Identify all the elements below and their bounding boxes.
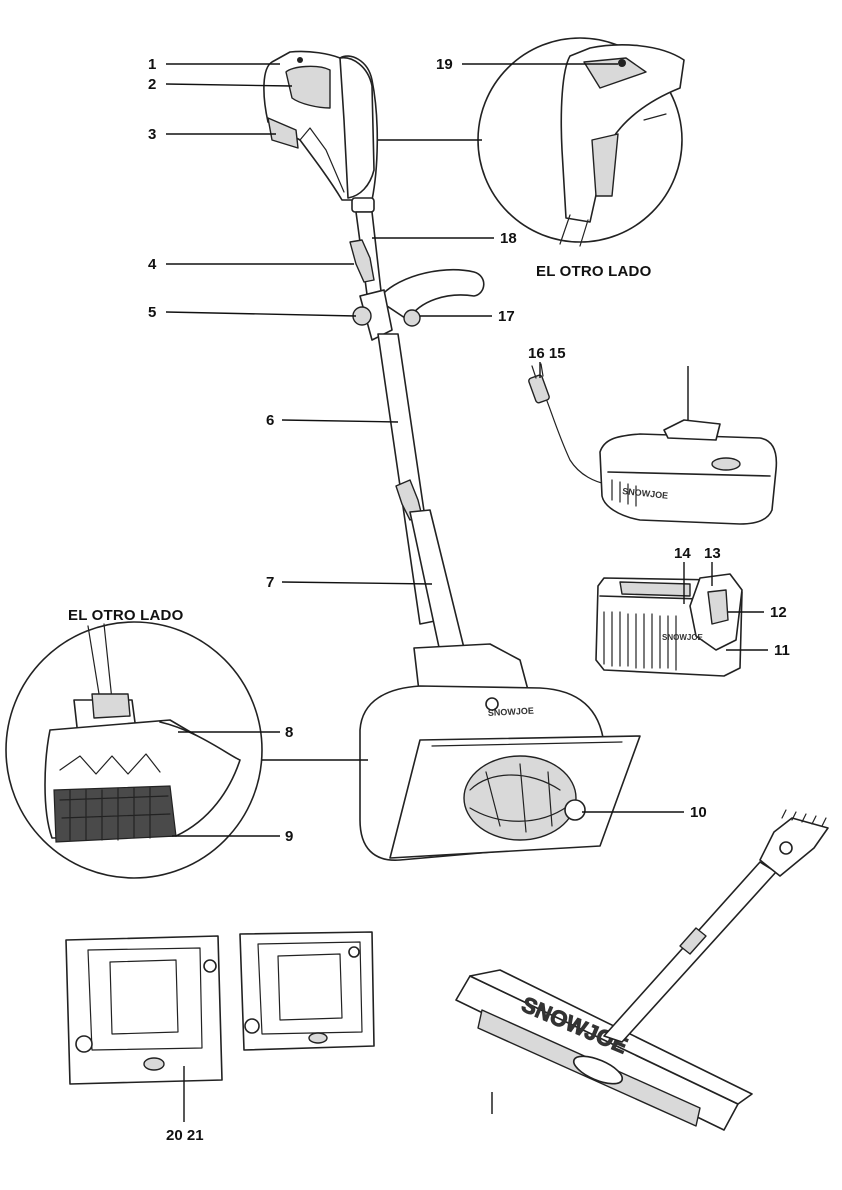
snow-shovel-illustration: SNOWJOE <box>263 50 641 861</box>
battery-charger-illustration: SNOWJOE <box>528 363 778 525</box>
callout-5: 5 <box>148 304 156 321</box>
detail-circle-auger-other-side <box>5 621 263 879</box>
leader-7 <box>281 581 433 585</box>
callout-9: 9 <box>285 828 293 845</box>
callout-19: 19 <box>436 56 453 73</box>
wall-mount-brackets-illustration <box>65 931 375 1085</box>
shovel-body-brand: SNOWJOE <box>488 706 534 718</box>
callout-numbers: 1 2 3 4 5 6 7 8 9 10 11 12 13 14 16 15 1… <box>148 56 790 1144</box>
callout-8: 8 <box>285 724 293 741</box>
battery-brand: SNOWJOE <box>662 633 704 642</box>
callout-7: 7 <box>266 574 274 591</box>
leader-5 <box>165 311 357 317</box>
heading-other-side-top: EL OTRO LADO <box>536 263 652 280</box>
callout-14: 14 <box>674 545 691 562</box>
battery-pack-illustration: SNOWJOE <box>595 573 743 677</box>
callout-6: 6 <box>266 412 274 429</box>
leader-6 <box>281 419 399 423</box>
callout-1: 1 <box>148 56 156 73</box>
callout-10: 10 <box>690 804 707 821</box>
callout-12: 12 <box>770 604 787 621</box>
callout-17: 17 <box>498 308 515 325</box>
callout-13: 13 <box>704 545 721 562</box>
callout-16-15: 16 15 <box>528 345 566 362</box>
leader-lines <box>165 63 768 1122</box>
heading-other-side-left: EL OTRO LADO <box>68 607 184 624</box>
callout-18: 18 <box>500 230 517 247</box>
callout-11: 11 <box>774 642 790 659</box>
leader-2 <box>165 83 293 87</box>
callout-4: 4 <box>148 256 157 273</box>
detail-circle-handle-other-side <box>477 37 685 247</box>
callout-2: 2 <box>148 76 156 93</box>
snow-brush-scraper-illustration: SNOWJOE <box>455 809 829 1131</box>
callout-3: 3 <box>148 126 156 143</box>
charger-brand: SNOWJOE <box>622 486 669 501</box>
callout-20-21: 20 21 <box>166 1127 204 1144</box>
